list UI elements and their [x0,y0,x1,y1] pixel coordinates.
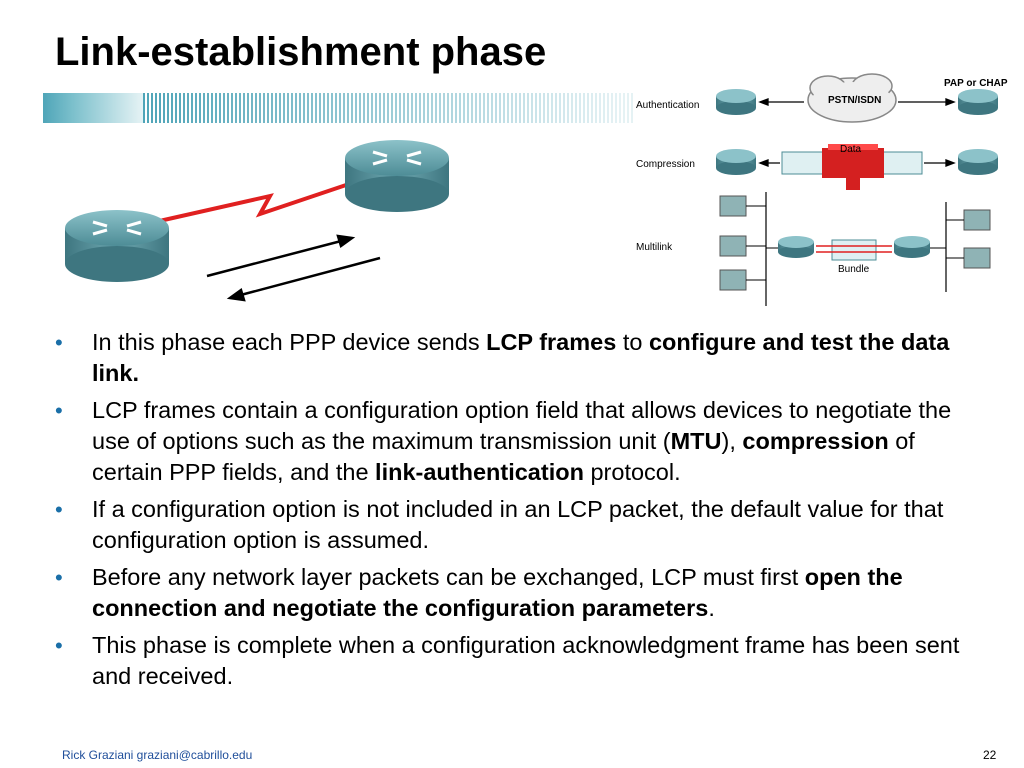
router-icon [958,149,998,175]
bullet-bold-text: compression [742,428,889,454]
pap-chap-label: PAP or CHAP [944,78,1008,89]
bullet-bold-text: link-authentication [375,459,584,485]
arrow-right-icon [336,234,356,249]
footer-author: Rick Graziani graziani@cabrillo.edu [62,748,253,762]
router-icon [716,89,756,115]
router-icon [716,149,756,175]
arrow-left-icon [226,287,246,302]
bullet-text: LCP frames contain a configuration optio… [92,397,952,454]
decorative-title-bar [43,93,633,123]
bullet-text: to [616,329,649,355]
arrow-right-icon [945,98,956,106]
cloud-icon [807,73,897,123]
arrow-left-icon [758,159,769,167]
bullet-text: This phase is complete when a configurat… [92,632,960,689]
bundle-label: Bundle [838,264,870,275]
computer-icon [963,209,991,231]
computer-icon [719,269,747,291]
arrow-left-icon [236,256,381,298]
router-link-illustration [65,140,449,302]
bullet-text: ), [721,428,743,454]
bullet-text: Before any network layer packets can be … [92,564,805,590]
bullet-icon: • [55,398,63,423]
arrow-right-icon [945,159,956,167]
router-icon [894,236,930,258]
bullet-icon: • [55,633,63,658]
router-icon [778,236,814,258]
bullet-item: • If a configuration option is not includ… [55,494,985,556]
row-label-compression: Compression [636,159,695,170]
bullet-list: • In this phase each PPP device sends LCP… [55,327,985,698]
bullet-icon: • [55,565,63,590]
page-number: 22 [983,748,997,762]
bundle-pipe-icon [816,239,892,261]
arrow-right-icon [206,238,346,278]
lcp-options-diagram: Authentication Compression Multilink PAP… [636,73,1008,306]
bullet-bold-text: configure and test the data link. [92,329,950,386]
computer-icon [963,247,991,269]
bullet-text: In this phase each PPP device sends [92,329,487,355]
bullet-bold-text: MTU [670,428,722,454]
bullet-icon: • [55,330,63,355]
row-label-authentication: Authentication [636,100,699,111]
router-icon [958,89,998,115]
slide-title: Link-establishment phase [55,30,547,74]
row-label-multilink: Multilink [636,242,673,253]
bullet-bold-text: LCP frames [486,329,617,355]
bullet-text: If a configuration option is not include… [92,496,944,553]
bullet-item: • LCP frames contain a configuration opti… [55,395,985,488]
bullet-item: • This phase is complete when a configura… [55,630,985,692]
bullet-item: • Before any network layer packets can be… [55,562,985,624]
data-label: Data [840,144,862,155]
bullet-item: • In this phase each PPP device sends LCP… [55,327,985,389]
computer-icon [719,235,747,257]
pstn-isdn-label: PSTN/ISDN [828,95,881,106]
bullet-bold-text: open the connection and negotiate the co… [92,564,903,621]
router-icon [65,210,169,282]
computer-icon [719,195,747,217]
bullet-icon: • [55,497,63,522]
router-icon [345,140,449,212]
bullet-text: of certain PPP fields, and the [92,428,915,485]
bullet-text: . [708,595,715,621]
bullet-text: protocol. [583,459,681,485]
arrow-left-icon [758,98,769,106]
serial-link-line [154,180,356,224]
compressed-pipe-icon [781,144,923,190]
